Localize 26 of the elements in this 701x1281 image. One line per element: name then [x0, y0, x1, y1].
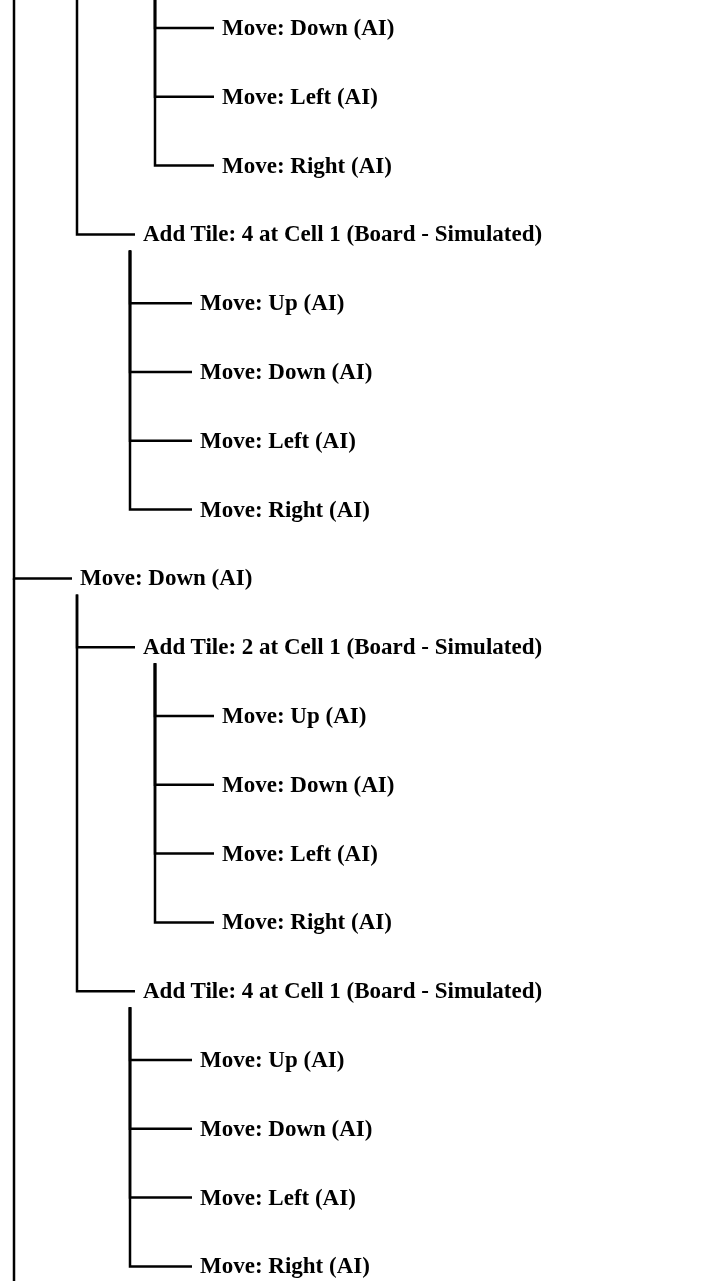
- tree-item-label: Move: Down (AI): [222, 770, 395, 799]
- tree-item-label: Move: Up (AI): [200, 1046, 345, 1074]
- tree-item-label: Move: Left (AI): [200, 426, 356, 455]
- tree-item-label: Add Tile: 4 at Cell 1 (Board - Simulated): [143, 977, 543, 1006]
- tree-item-label: Move: Left (AI): [222, 82, 378, 111]
- tree-item-label: Move: Right (AI): [200, 1252, 370, 1281]
- tree-connector: [75, 594, 135, 993]
- tree-connector: [75, 0, 135, 236]
- tree-item-label: Move: Right (AI): [222, 151, 392, 180]
- tree-item-label: Move: Left (AI): [200, 1183, 356, 1212]
- tree-connector: [128, 1007, 192, 1268]
- tree-item-label: Add Tile: 4 at Cell 1 (Board - Simulated): [143, 220, 543, 249]
- tree-item-label: Move: Right (AI): [222, 908, 392, 937]
- tree-item-label: Move: Down (AI): [200, 1114, 373, 1143]
- tree-item-label: Move: Left (AI): [222, 839, 378, 868]
- tree-connector: [12, 0, 72, 580]
- tree-item-label: Move: Down (AI): [80, 564, 253, 593]
- tree-item-label: Move: Right (AI): [200, 495, 370, 524]
- tree-item-label: Move: Up (AI): [222, 702, 367, 730]
- tree-item-label: Add Tile: 2 at Cell 1 (Board - Simulated): [143, 633, 543, 662]
- tree-connector: [153, 0, 214, 167]
- tree-item-label: Move: Up (AI): [200, 289, 345, 318]
- tree-connector: [128, 250, 192, 511]
- tree-item-label: Move: Down (AI): [222, 14, 395, 42]
- tree-connector: [153, 663, 214, 924]
- tree-item-label: Move: Down (AI): [200, 358, 373, 386]
